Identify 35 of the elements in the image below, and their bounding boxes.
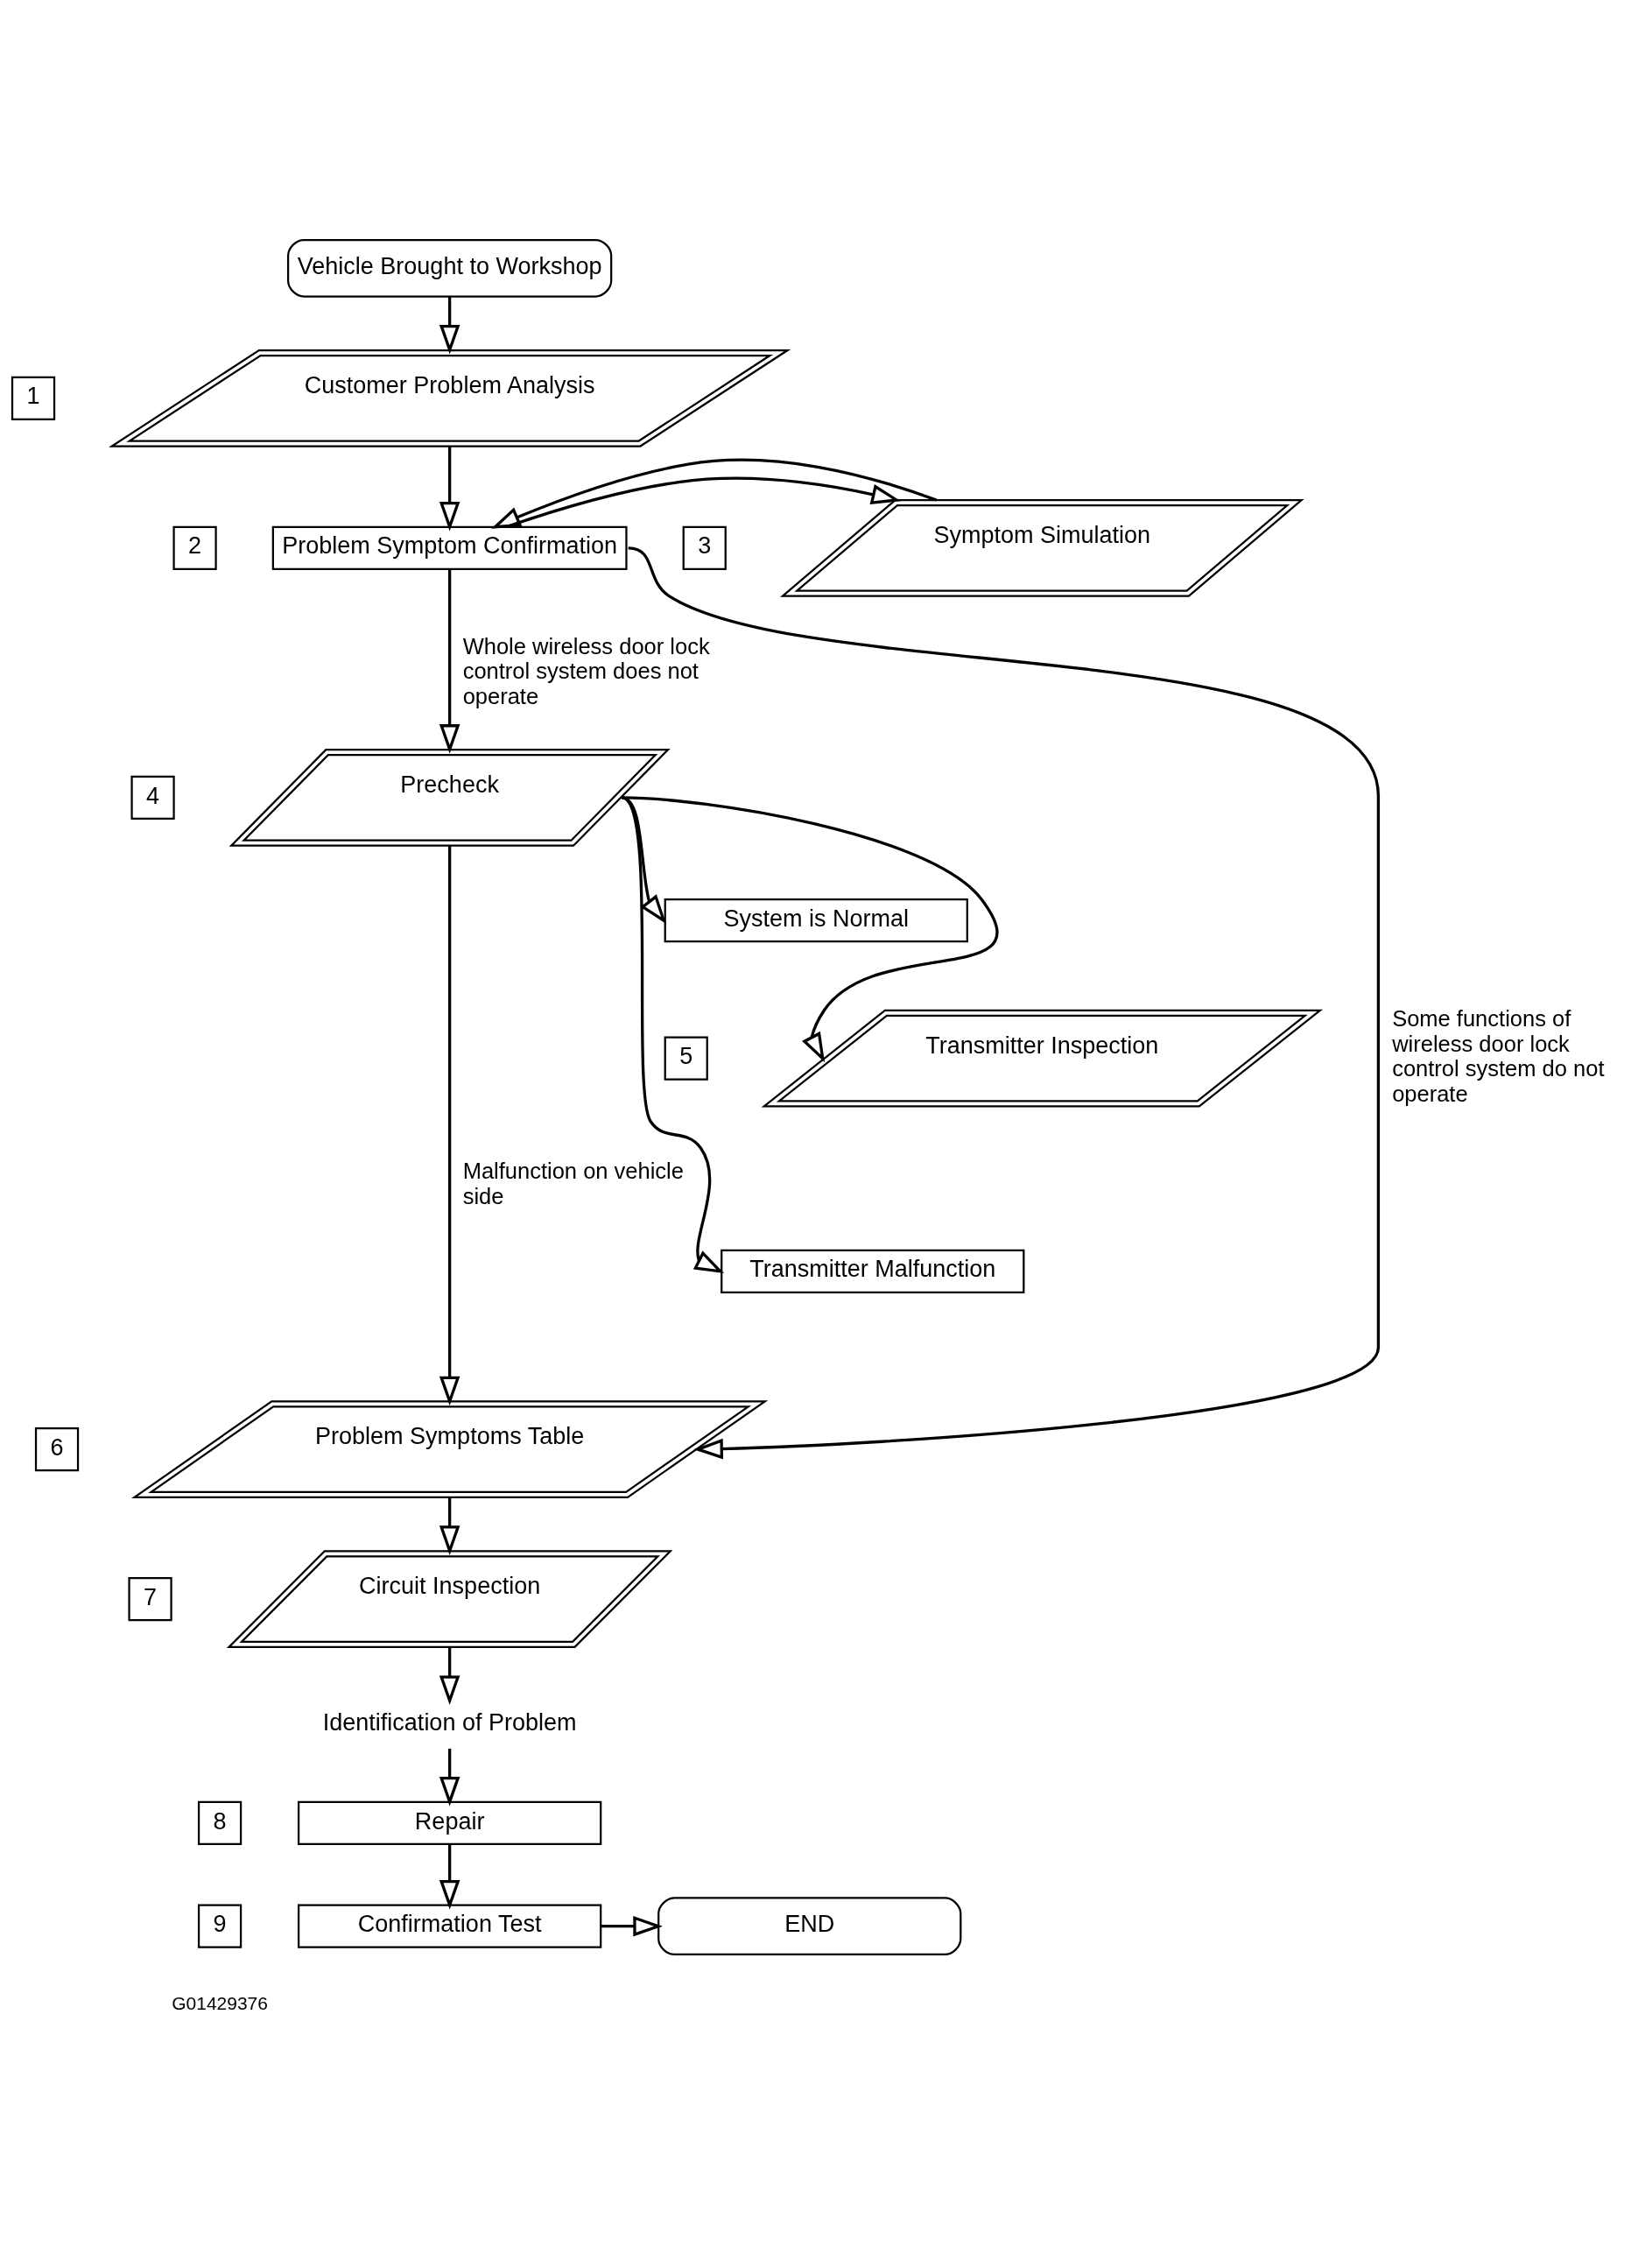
arrow [490, 458, 938, 529]
arrow [439, 446, 460, 532]
edge-label: Malfunction on vehicle side [462, 1159, 684, 1208]
arrow [505, 476, 902, 529]
arrow [439, 1647, 460, 1706]
arrow [601, 1915, 663, 1937]
node-label: 1 [26, 383, 40, 410]
arrow [439, 1497, 460, 1555]
node-box: Transmitter Malfunction [721, 1249, 1025, 1293]
arrow [439, 1748, 460, 1807]
node-label: 7 [144, 1583, 158, 1610]
edge-label: Some functions of wireless door lock control system do not operate [1392, 1006, 1605, 1106]
node-text: Identification of Problem [322, 1709, 577, 1736]
arrow [627, 546, 1381, 1460]
arrow [622, 796, 998, 1063]
node-box: Confirmation Test [298, 1904, 602, 1948]
arrow [439, 296, 460, 355]
node-label: 4 [146, 782, 160, 809]
node-label: 3 [698, 532, 712, 560]
label: G01429376 [172, 1992, 268, 2013]
node-label: 5 [679, 1043, 693, 1070]
node-box: Repair [298, 1800, 602, 1846]
node-label: 6 [50, 1433, 64, 1461]
node-label: 9 [213, 1911, 227, 1938]
edge-label: Whole wireless door lock control system does not operate [462, 633, 710, 708]
arrow [439, 845, 460, 1406]
arrow [621, 796, 725, 1274]
arrow [439, 568, 460, 754]
node-box: Problem Symptom Confirmation [271, 525, 628, 570]
node-label: 2 [188, 532, 202, 560]
node-label: 8 [213, 1807, 227, 1835]
node-box: Vehicle Brought to Workshop [286, 238, 613, 298]
node-box: END [657, 1897, 962, 1956]
node-box: System is Normal [664, 898, 968, 943]
arrow [439, 1844, 460, 1910]
